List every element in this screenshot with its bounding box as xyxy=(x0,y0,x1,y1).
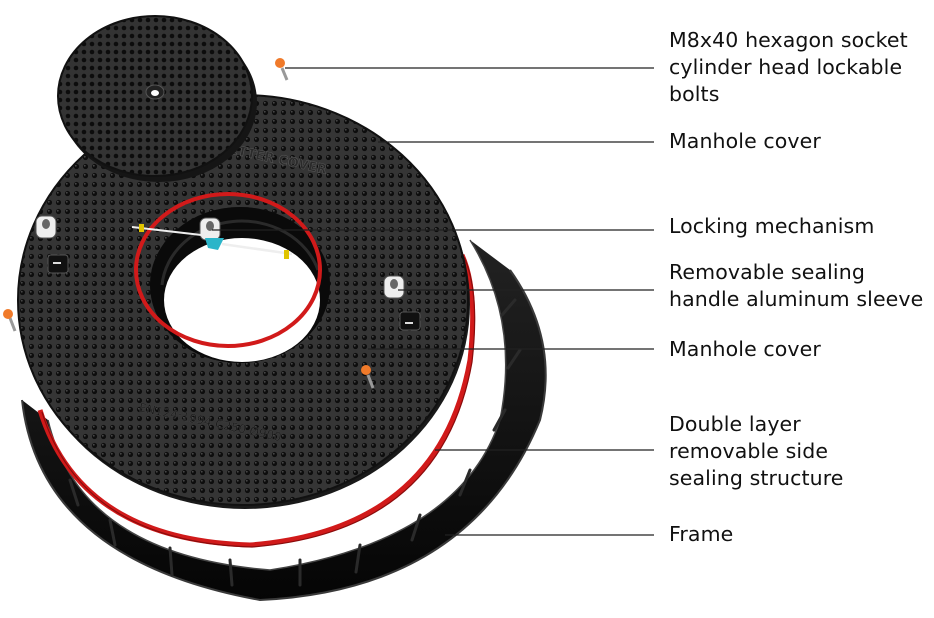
locking-mechanism xyxy=(131,224,293,259)
callout-label-frame: Frame xyxy=(669,522,734,546)
frame-inner-lip xyxy=(47,239,507,571)
handle-socket xyxy=(47,254,69,274)
frame-ring xyxy=(22,240,546,600)
callout-label-sealing-handle: Removable sealing handle aluminum sleeve xyxy=(669,260,924,311)
top-cover xyxy=(57,15,257,182)
aluminum-sleeve xyxy=(383,275,405,299)
bolt xyxy=(275,58,289,81)
bolt xyxy=(3,309,17,332)
inner-seal-ring xyxy=(134,192,322,348)
aluminum-sleeve xyxy=(199,217,221,241)
leader-lines xyxy=(212,67,654,536)
bolt xyxy=(361,365,375,389)
callout-label-side-seal: Double layer removable side sealing stru… xyxy=(669,412,844,490)
callout-label-manhole-cover-main: Manhole cover xyxy=(669,337,821,361)
aluminum-sleeve xyxy=(35,215,57,239)
callout-label-manhole-cover-top: Manhole cover xyxy=(669,129,821,153)
frame xyxy=(21,239,547,602)
callout-label-locking-mechanism: Locking mechanism xyxy=(669,214,875,238)
callout-label-bolts: M8x40 hexagon socket cylinder head locka… xyxy=(669,28,908,106)
handle-socket xyxy=(399,311,421,331)
frame-outer-edge xyxy=(21,269,547,602)
frame-ribs xyxy=(68,298,522,587)
